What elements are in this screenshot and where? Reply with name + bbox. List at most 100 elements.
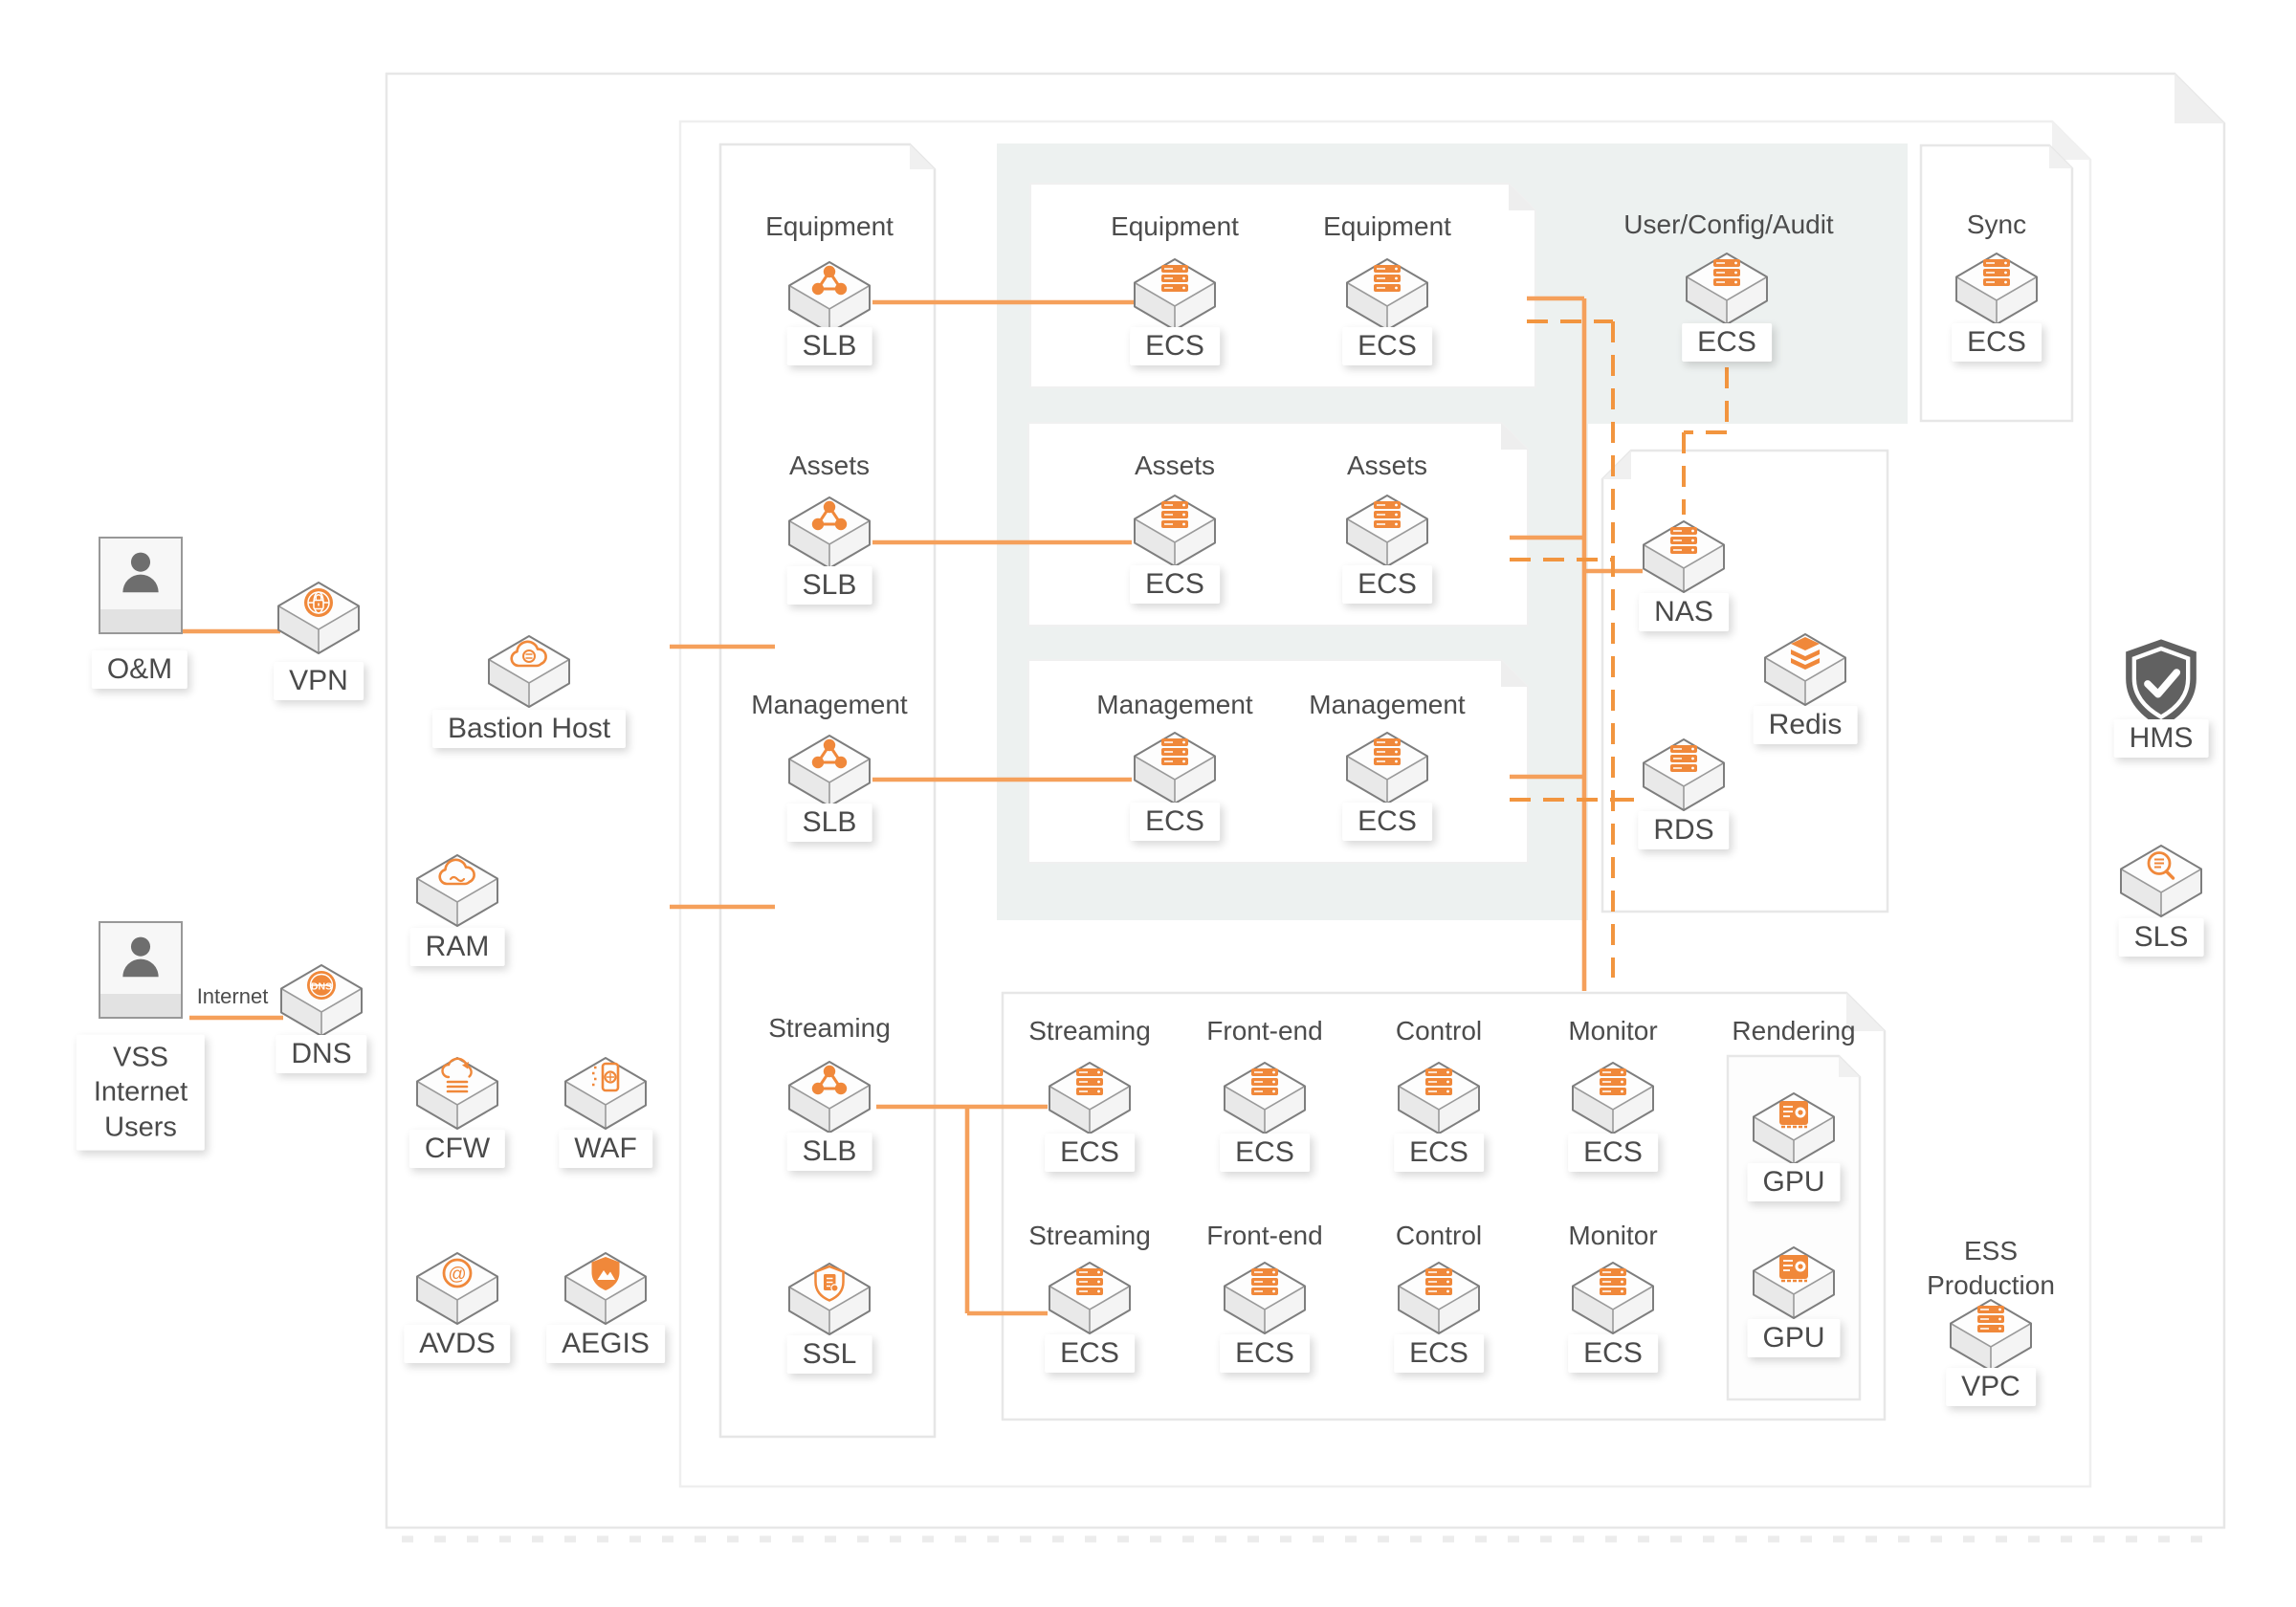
vss-user-card — [99, 921, 183, 1019]
slb-label: SLB — [786, 1133, 872, 1171]
ecs-label: ECS — [1342, 803, 1432, 841]
slb-icon — [784, 257, 875, 338]
monitor-r2-title: Monitor — [1568, 1221, 1658, 1250]
ecs-icon — [1341, 254, 1433, 335]
ecs-label: ECS — [1220, 1334, 1310, 1373]
aegis-icon — [560, 1248, 651, 1329]
hms-label: HMS — [2113, 719, 2209, 758]
vss-label-line1: VSS — [112, 1042, 169, 1073]
ecs-icon — [1219, 1058, 1311, 1138]
user-card-strip — [100, 994, 181, 1017]
redis-label: Redis — [1753, 706, 1858, 744]
vss-label: VSS Internet Users — [76, 1034, 206, 1151]
avds-icon — [411, 1248, 503, 1329]
monitor-r1-title: Monitor — [1568, 1016, 1658, 1046]
ecs-icon — [1681, 249, 1773, 329]
ecs-label: ECS — [1130, 327, 1220, 365]
frontend-r1-title: Front-end — [1206, 1016, 1323, 1046]
slb-label: SLB — [786, 327, 872, 365]
aegis-label: AEGIS — [546, 1325, 665, 1363]
ecs-icon — [1129, 254, 1221, 335]
ecs-label: ECS — [1342, 327, 1432, 365]
vpn-icon — [273, 578, 364, 658]
ecs-label: ECS — [1342, 565, 1432, 604]
ecs-icon — [1393, 1258, 1485, 1338]
ecs-icon — [1044, 1258, 1136, 1338]
ecs-icon — [1341, 728, 1433, 808]
ecs-icon — [1393, 1058, 1485, 1138]
equipment-ecs1-title: Equipment — [1111, 211, 1239, 241]
gpu-icon — [1748, 1243, 1840, 1323]
ecs-icon — [1129, 728, 1221, 808]
user-icon — [122, 936, 159, 978]
ssl-label: SSL — [786, 1335, 872, 1374]
gpu-label: GPU — [1747, 1163, 1841, 1201]
avds-label: AVDS — [404, 1325, 511, 1363]
internet-line-label: Internet — [196, 984, 269, 1008]
equipment-ecs2-title: Equipment — [1323, 211, 1451, 241]
slb-row-management-title: Management — [751, 690, 908, 719]
bastion-host-label: Bastion Host — [431, 710, 627, 748]
control-r2-title: Control — [1395, 1221, 1483, 1250]
ecs-label: ECS — [1045, 1334, 1135, 1373]
ecs-label: ECS — [1045, 1134, 1135, 1172]
vpc-label: VPC — [1946, 1368, 2036, 1406]
rds-icon — [1638, 735, 1730, 815]
assets-ecs2-title: Assets — [1346, 451, 1428, 480]
ecs-label: ECS — [1130, 803, 1220, 841]
rendering-title: Rendering — [1732, 1016, 1856, 1046]
ram-icon — [411, 850, 503, 931]
vpn-label: VPN — [274, 662, 364, 700]
management-ecs2-title: Management — [1309, 690, 1466, 719]
assets-ecs1-title: Assets — [1134, 451, 1216, 480]
slb-icon — [784, 1057, 875, 1137]
ecs-label: ECS — [1952, 323, 2042, 362]
slb-row-equipment-title: Equipment — [765, 211, 894, 241]
solid-connection-lines — [182, 296, 1643, 1316]
dashed-connection-lines — [1510, 319, 1729, 978]
ecs-label: ECS — [1568, 1334, 1658, 1373]
ecs-label: ECS — [1220, 1134, 1310, 1172]
slb-icon — [784, 493, 875, 573]
ecs-icon — [1567, 1058, 1659, 1138]
ecs-icon — [1129, 491, 1221, 571]
ecs-label: ECS — [1394, 1134, 1484, 1172]
ess-title-line2: Production — [1927, 1270, 2055, 1300]
frontend-r2-title: Front-end — [1206, 1221, 1323, 1250]
gpu-icon — [1748, 1089, 1840, 1169]
slb-label: SLB — [786, 804, 872, 842]
oam-label: O&M — [91, 650, 188, 689]
redis-icon — [1759, 629, 1851, 710]
ecs-label: ECS — [1682, 323, 1772, 362]
streaming-r1-title: Streaming — [1028, 1016, 1151, 1046]
ess-title-line1: ESS — [1963, 1236, 2019, 1266]
ecs-label: ECS — [1568, 1134, 1658, 1172]
dns-label: DNS — [276, 1035, 367, 1073]
waf-label: WAF — [559, 1130, 652, 1168]
cfw-icon — [411, 1053, 503, 1134]
ecs-icon — [1567, 1258, 1659, 1338]
ecs-label: ECS — [1130, 565, 1220, 604]
vss-label-line2: Internet — [93, 1076, 188, 1108]
sls-icon — [2115, 841, 2207, 921]
ecs-icon — [1219, 1258, 1311, 1338]
nas-label: NAS — [1639, 593, 1729, 631]
rds-label: RDS — [1638, 811, 1730, 849]
gpu-label: GPU — [1747, 1319, 1841, 1357]
ecs-icon — [1341, 491, 1433, 571]
slb-row-streaming-title: Streaming — [768, 1013, 891, 1043]
user-config-audit-title: User/Config/Audit — [1623, 209, 1834, 239]
bastion-host-icon — [483, 631, 575, 712]
oam-user-card — [99, 537, 183, 634]
cfw-label: CFW — [408, 1130, 506, 1168]
management-ecs1-title: Management — [1096, 690, 1253, 719]
dns-icon — [276, 960, 367, 1041]
slb-row-assets-title: Assets — [788, 451, 871, 480]
ecs-label: ECS — [1394, 1334, 1484, 1373]
ssl-icon — [784, 1259, 875, 1339]
vss-label-line3: Users — [104, 1112, 177, 1143]
sls-label: SLS — [2118, 918, 2204, 957]
slb-label: SLB — [786, 566, 872, 605]
control-r1-title: Control — [1395, 1016, 1483, 1046]
